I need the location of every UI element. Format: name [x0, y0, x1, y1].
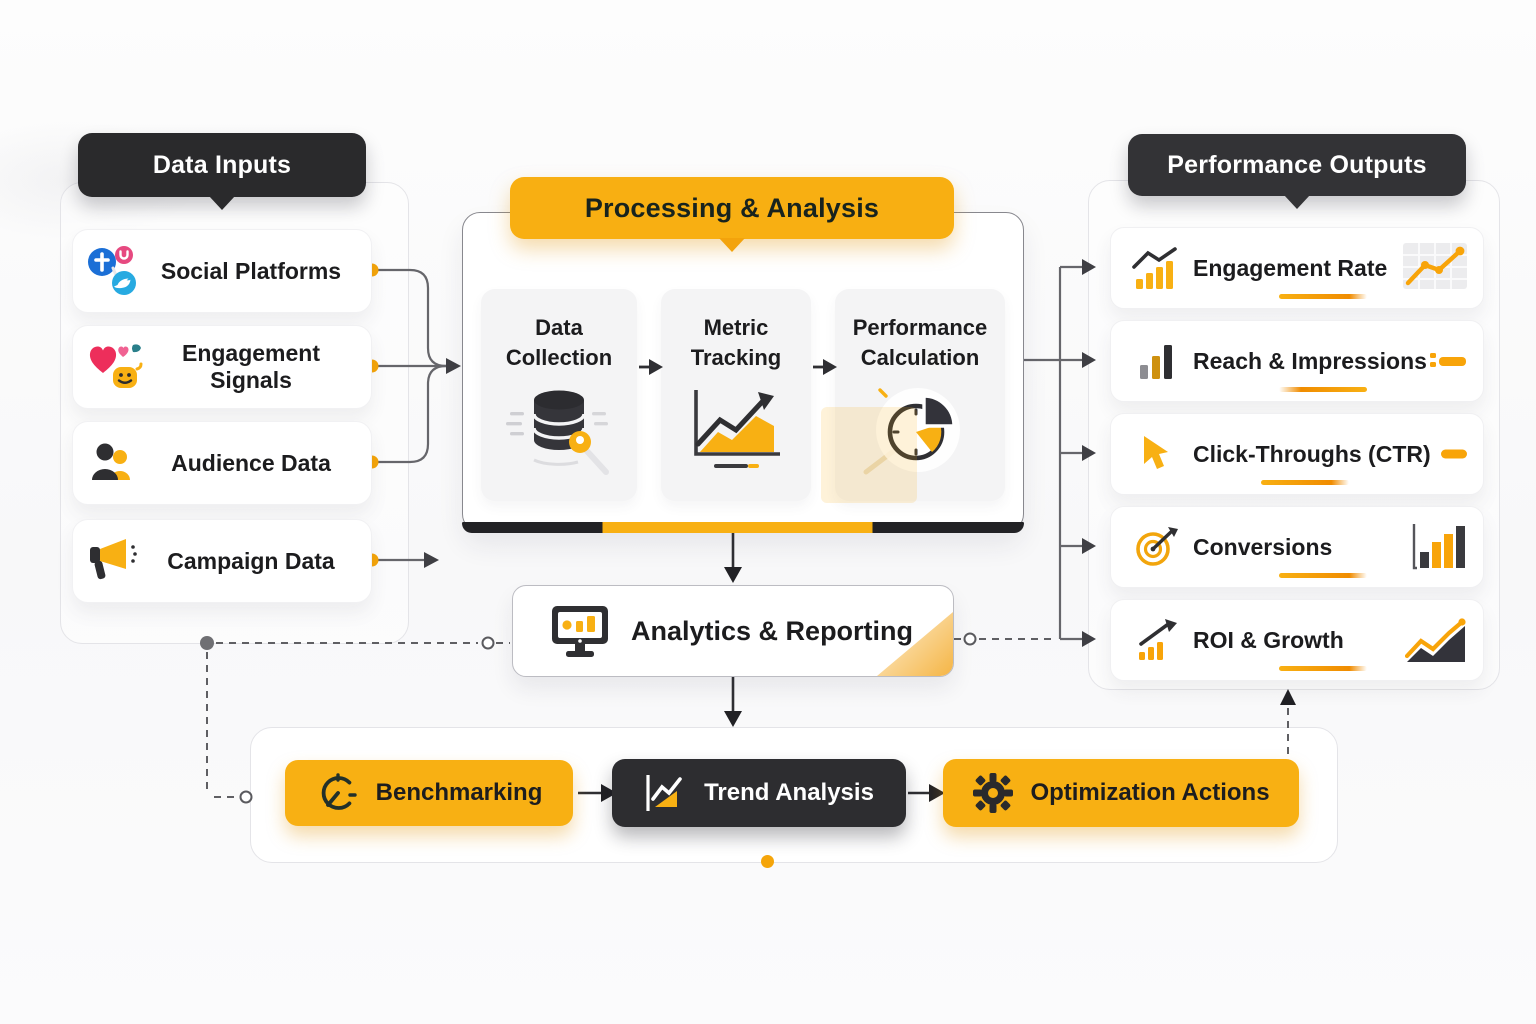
header-caret: [1284, 195, 1310, 209]
input-card-audience-data: Audience Data: [72, 421, 372, 505]
dash-icon: [1441, 448, 1467, 460]
step-label: Collection: [505, 344, 613, 370]
output-label: Conversions: [1193, 533, 1333, 560]
input-label: Campaign Data: [167, 547, 335, 574]
mini-bar-chart: [1409, 522, 1467, 572]
data-inputs-title: Data Inputs: [152, 150, 292, 179]
output-label: Reach & Impressions: [1193, 347, 1427, 374]
performance-outputs-title: Performance Outputs: [1167, 150, 1427, 179]
input-card-social-platforms: Social Platforms: [72, 229, 372, 313]
step-label: Calculation: [860, 344, 980, 370]
gauge-icon: [316, 771, 360, 815]
step-label: Tracking: [690, 344, 782, 370]
trend-analysis-label: Trend Analysis: [704, 779, 874, 806]
benchmarking-node: Benchmarking: [285, 760, 573, 826]
processing-title: Processing & Analysis: [584, 192, 880, 223]
benchmarking-label: Benchmarking: [375, 779, 543, 806]
processing-header: Processing & Analysis: [510, 177, 954, 252]
accent-underline: [1279, 387, 1367, 392]
audience-users-icon: [73, 442, 157, 484]
accent-underline: [1279, 573, 1367, 578]
accent-underline: [1279, 666, 1367, 671]
optimization-actions-label: Optimization Actions: [1030, 779, 1270, 806]
dash-list-icon: [1429, 350, 1467, 372]
analytics-reporting-label: Analytics & Reporting: [631, 615, 914, 646]
mini-line-chart: [1403, 243, 1467, 293]
step-metric-tracking: Metric Tracking: [661, 289, 811, 501]
monitor-icon: [549, 604, 611, 658]
accent-underline: [1261, 480, 1349, 485]
step-arrows: [639, 359, 837, 375]
header-caret: [719, 238, 745, 252]
social-platforms-icon: [73, 246, 157, 296]
step-label: Data: [535, 315, 583, 340]
output-card-roi-growth: ROI & Growth: [1110, 599, 1484, 681]
processing-container-accent-bar: [462, 522, 1024, 533]
clock-pie-icon: [835, 384, 1005, 480]
performance-outputs-header: Performance Outputs: [1128, 134, 1466, 209]
trend-chart-icon: [644, 773, 688, 813]
trend-analysis-node: Trend Analysis: [612, 759, 906, 827]
engagement-signals-icon: [73, 341, 157, 393]
gear-icon: [972, 772, 1014, 814]
data-inputs-header: Data Inputs: [78, 133, 366, 210]
step-label: Performance: [852, 315, 988, 340]
header-caret: [209, 196, 235, 210]
bars-trend-icon: [1131, 245, 1183, 291]
output-label: ROI & Growth: [1193, 626, 1344, 653]
output-label: Engagement Rate: [1193, 254, 1388, 281]
growth-arrow-icon: [1131, 618, 1183, 662]
output-card-reach-impressions: Reach & Impressions: [1110, 320, 1484, 402]
container-anchor-dot: [761, 855, 774, 868]
database-icon: [481, 384, 637, 476]
decor-square: [821, 407, 917, 503]
line-chart-icon: [661, 384, 811, 470]
step-performance-calculation: Performance Calculation: [821, 289, 1005, 503]
processing-container: Data Collection Metric Tr: [462, 212, 1024, 533]
input-label: Engagement Signals: [181, 340, 321, 393]
output-label: Click-Throughs (CTR): [1193, 440, 1431, 467]
mini-area-chart: [1405, 616, 1467, 664]
input-label: Social Platforms: [160, 257, 342, 284]
analytics-reporting-node: Analytics & Reporting: [512, 585, 954, 677]
output-card-engagement-rate: Engagement Rate: [1110, 227, 1484, 309]
step-label: Metric: [703, 315, 769, 340]
input-card-campaign-data: Campaign Data: [72, 519, 372, 603]
cursor-icon: [1131, 434, 1183, 474]
accent-underline: [1279, 294, 1367, 299]
input-label: Audience Data: [171, 449, 331, 476]
output-card-conversions: Conversions: [1110, 506, 1484, 588]
optimization-actions-node: Optimization Actions: [943, 759, 1299, 827]
bar-chart-icon: [1131, 341, 1183, 381]
megaphone-icon: [73, 537, 157, 585]
output-card-click-throughs: Click-Throughs (CTR): [1110, 413, 1484, 495]
input-card-engagement-signals: Engagement Signals: [72, 325, 372, 409]
step-data-collection: Data Collection: [481, 289, 637, 501]
target-dart-icon: [1131, 526, 1183, 568]
